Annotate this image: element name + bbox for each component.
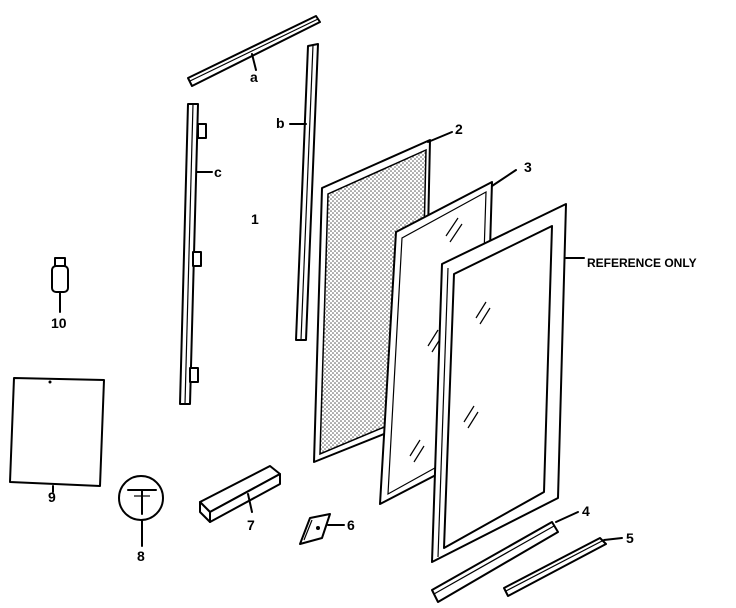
label-8: 8 (137, 548, 145, 564)
bottle-part-10 (51, 257, 69, 313)
block-part-7 (199, 465, 281, 523)
bottom-channel-part-4 (431, 511, 579, 603)
label-5: 5 (626, 530, 634, 546)
label-9: 9 (48, 489, 56, 505)
label-4: 4 (582, 503, 590, 519)
label-2: 2 (455, 121, 463, 137)
label-1: 1 (251, 211, 259, 227)
label-reference-only: REFERENCE ONLY (587, 256, 697, 270)
label-10: 10 (51, 315, 67, 331)
label-6: 6 (347, 517, 355, 533)
label-b: b (276, 115, 285, 131)
fastener-part-8 (118, 475, 164, 547)
label-c: c (214, 164, 222, 180)
label-7: 7 (247, 517, 255, 533)
hinge-rail-part-c (179, 103, 213, 405)
instruction-sheet-part-9 (9, 377, 105, 493)
top-rail-part-a (187, 15, 321, 87)
label-3: 3 (524, 159, 532, 175)
label-a: a (250, 69, 258, 85)
door-frame-reference (431, 203, 585, 563)
sweep-strip-part-5 (503, 537, 623, 597)
side-rail-part-b (289, 43, 319, 341)
bracket-part-6 (299, 513, 345, 545)
